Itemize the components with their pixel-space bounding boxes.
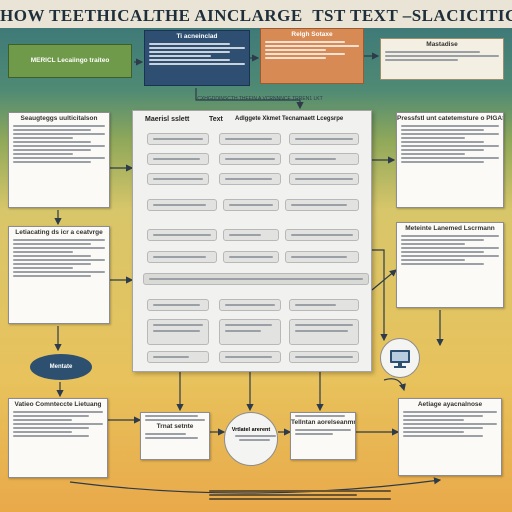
panel-row	[219, 351, 281, 363]
central-panel: Maerisl sslett Text Adlggete Xkmet Tecna…	[132, 110, 372, 372]
panel-row	[147, 153, 209, 165]
panel-row	[285, 229, 359, 241]
left-box-2: Letiacating ds icr a ceatvrge	[8, 226, 110, 324]
panel-row	[289, 133, 359, 145]
page-title: HOW TEETHICALTHE AINCLARGE TST TEXT –SLA…	[0, 6, 512, 25]
panel-row	[219, 153, 281, 165]
monitor-node	[380, 338, 420, 378]
step-box-3: Relgh Sotaxe	[260, 28, 364, 84]
bottom-step-2: Vrtlatel arerent	[224, 412, 278, 466]
panel-row	[289, 319, 359, 345]
panel-row	[147, 299, 209, 311]
bottom-step-3: Tellntan aorelseanmne	[290, 412, 356, 460]
mid-caption: CXHGDDINSCTH THFEIN A VCRNNNCE TRREN1 LK…	[197, 96, 323, 102]
left-box-3: Vatieo Comnteccte Lietuang	[8, 398, 108, 478]
step-box-2: Ti acneinclad	[144, 30, 250, 86]
monitor-icon	[390, 350, 410, 368]
bottom-note	[205, 488, 395, 502]
left-oval-node: Mentate	[30, 354, 92, 380]
panel-row	[223, 251, 279, 263]
panel-row	[147, 351, 209, 363]
panel-row	[147, 173, 209, 185]
panel-row	[289, 299, 359, 311]
panel-row	[289, 173, 359, 185]
step-box-1: MERICL Lecaiingo traiteo	[8, 44, 132, 78]
panel-row	[223, 229, 279, 241]
panel-row	[289, 153, 359, 165]
panel-row	[219, 133, 281, 145]
panel-row	[143, 273, 369, 285]
panel-row	[147, 199, 217, 211]
step-box-4: Mastadise	[380, 38, 504, 80]
panel-row	[147, 251, 217, 263]
right-box-3: Aetiage ayacnalnose	[398, 398, 502, 476]
right-box-1: Pressfstl unt catetemsture o PIGAS	[396, 112, 504, 208]
panel-row	[223, 199, 279, 211]
panel-row	[147, 319, 209, 345]
panel-row	[285, 199, 359, 211]
panel-row	[285, 251, 359, 263]
left-box-1: Seaugteggs uulticitalson	[8, 112, 110, 208]
bottom-step-1: Trnat setnte	[140, 412, 210, 460]
panel-row	[147, 229, 217, 241]
panel-row	[219, 319, 281, 345]
panel-row	[219, 173, 281, 185]
panel-row	[147, 133, 209, 145]
right-box-2: Meteinte Lanemed Lscrmann	[396, 222, 504, 308]
panel-row	[219, 299, 281, 311]
panel-row	[289, 351, 359, 363]
